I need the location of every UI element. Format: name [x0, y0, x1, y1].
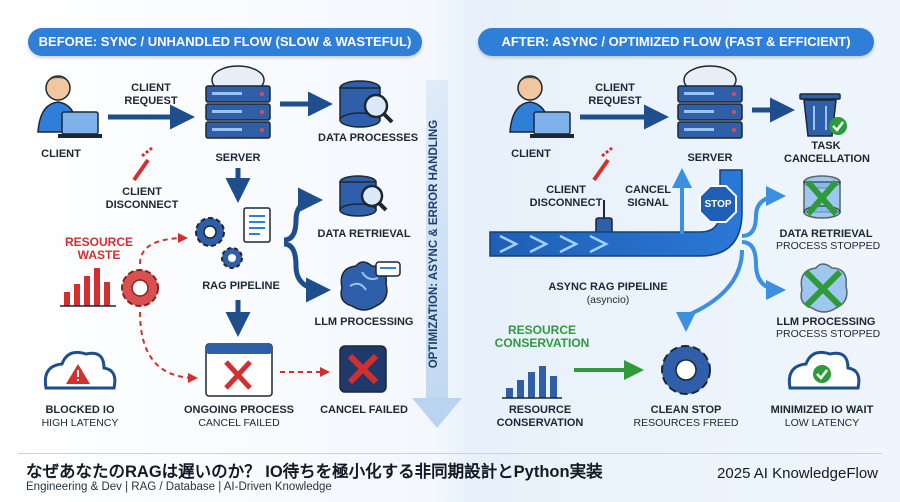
waste-to-ongoing-arrow: [139, 311, 198, 383]
client-icon: [37, 75, 102, 138]
blocked-io-cloud-icon: [43, 350, 117, 390]
before-client-disconnect-label: CLIENT DISCONNECT: [105, 186, 179, 211]
before-resource-waste-label: RESOURCE WASTE: [64, 235, 133, 262]
before-blocked-io-label: BLOCKED IO: [45, 404, 115, 416]
after-resource-conservation-green-label: RESOURCE CONSERVATION: [494, 323, 590, 350]
after-llm-processing-label: LLM PROCESSING: [776, 316, 876, 328]
after-asyncio-label: (asyncio): [586, 294, 630, 306]
before-ongoing-process-label: ONGOING PROCESS: [183, 404, 295, 416]
after-cancel-signal-label: CANCEL SIGNAL: [625, 184, 671, 209]
after-minimized-io-label: MINIMIZED IO WAIT: [770, 404, 874, 416]
database-search-icon: [339, 80, 394, 128]
clean-stop-gear-icon: [661, 345, 711, 395]
async-pipeline-icon: [489, 169, 743, 257]
before-server-label: SERVER: [215, 152, 261, 164]
pipeline-to-clean-stop-arrow: [676, 249, 744, 332]
broken-gear-icon: [121, 269, 159, 307]
after-client-label: CLIENT: [511, 148, 551, 160]
resource-conservation-chart-icon: [502, 366, 562, 399]
after-low-latency-label: LOW LATENCY: [784, 417, 860, 429]
after-server-label: SERVER: [687, 152, 733, 164]
footer-divider: [18, 453, 882, 454]
minimized-io-cloud-icon: [787, 350, 861, 390]
after-resources-freed-label: RESOURCES FREED: [633, 417, 739, 429]
divider-label: OPTIMIZATION: ASYNC & ERROR HANDLING: [428, 119, 440, 369]
before-client-request-label: CLIENT REQUEST: [124, 82, 178, 107]
before-client-label: CLIENT: [41, 148, 81, 160]
before-ongoing-cancel-failed-label: CANCEL FAILED: [198, 417, 280, 429]
to-after-llm-arrow: [741, 240, 786, 300]
footer-title: なぜあなたのRAGは遅いのか？ IO待ちを極小化する非同期設計とPython実装: [26, 463, 603, 481]
ongoing-process-window-icon: [205, 343, 273, 397]
before-llm-processing-label: LLM PROCESSING: [314, 316, 414, 328]
before-high-latency-label: HIGH LATENCY: [41, 417, 119, 429]
rag-pipeline-icon: [195, 207, 271, 269]
before-banner: BEFORE: SYNC / UNHANDLED FLOW (SLOW & WA…: [28, 28, 422, 56]
after-async-pipeline-label: ASYNC RAG PIPELINE: [548, 281, 668, 293]
data-retrieval-icon: [339, 175, 388, 217]
resource-waste-chart-icon: [60, 268, 116, 307]
after-server-icon: [677, 65, 743, 139]
after-client-request-label: CLIENT REQUEST: [588, 82, 642, 107]
footer-brand: 2025 AI KnowledgeFlow: [717, 465, 878, 482]
divider-arrow: [412, 80, 462, 428]
server-icon: [205, 65, 271, 139]
cancel-failed-icon: [339, 345, 387, 393]
to-after-data-retrieval-arrow: [741, 186, 786, 238]
after-data-retrieval-stopped-label: PROCESS STOPPED: [776, 240, 881, 252]
after-clean-stop-label: CLEAN STOP: [650, 404, 722, 416]
trash-icon: [799, 93, 847, 137]
before-data-retrieval-label: DATA RETRIEVAL: [317, 228, 411, 240]
after-data-retrieval-icon: [803, 175, 841, 219]
after-client-disconnect-label: CLIENT DISCONNECT: [529, 184, 603, 209]
stop-sign-label: STOP: [704, 199, 732, 210]
brain-icon: [340, 261, 401, 311]
before-cancel-failed-label: CANCEL FAILED: [320, 404, 408, 416]
after-client-icon: [509, 75, 574, 138]
after-data-retrieval-label: DATA RETRIEVAL: [779, 228, 873, 240]
stop-sign-icon: [699, 185, 737, 223]
after-task-cancellation-label: TASK CANCELLATION: [784, 140, 870, 165]
before-rag-pipeline-label: RAG PIPELINE: [202, 280, 280, 292]
to-data-retrieval-arrow: [283, 187, 323, 243]
waste-to-rag-arrow: [139, 233, 188, 265]
after-brain-icon: [800, 263, 848, 313]
disconnect-icon: [132, 146, 153, 182]
footer-subtitle: Engineering & Dev | RAG / Database | AI-…: [26, 481, 332, 493]
after-banner: AFTER: ASYNC / OPTIMIZED FLOW (FAST & EF…: [478, 28, 874, 56]
to-llm-arrow: [283, 241, 331, 303]
before-data-processes-label: DATA PROCESSES: [318, 132, 419, 144]
after-resource-conservation-label: RESOURCE CONSERVATION: [496, 404, 584, 429]
after-llm-stopped-label: PROCESS STOPPED: [776, 328, 881, 340]
